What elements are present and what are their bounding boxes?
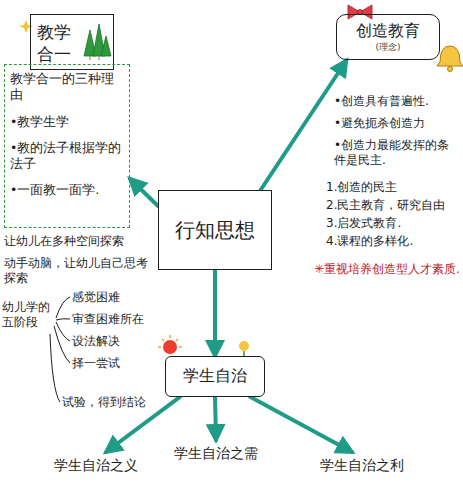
process-box: 学生自治 bbox=[165, 356, 265, 397]
note-text: 试验，得到结论 bbox=[62, 395, 158, 410]
note-text: 设法解决 bbox=[72, 334, 152, 349]
bell-drawing bbox=[437, 46, 463, 72]
arrow-connector bbox=[261, 60, 347, 190]
note-text: 让幼儿在多种空间探索 bbox=[4, 234, 154, 249]
arrow-connector bbox=[213, 270, 217, 356]
arrow-connector bbox=[215, 397, 216, 440]
node-label: 学生自治之需 bbox=[168, 444, 264, 462]
note-text: 3.启发式教育. bbox=[326, 216, 460, 231]
title-box: 教学合一 bbox=[30, 14, 114, 70]
note-text: 择一尝试 bbox=[72, 356, 152, 371]
node-text: (理念) bbox=[343, 42, 433, 54]
note-text: •创造力最能发挥的条件是民主. bbox=[334, 138, 460, 168]
bow-drawing bbox=[348, 5, 372, 19]
node-label: 学生自治之利 bbox=[314, 456, 410, 474]
dashed-note-box: 教学合一的三种理由 •教学生学 •教的法子根据学的法子 •一面教一面学. bbox=[4, 64, 130, 228]
title-box: 创造教育(理念) bbox=[336, 14, 440, 60]
note-text: 4.课程的多样化. bbox=[326, 234, 460, 249]
note-text: 1.创造的民主 bbox=[326, 180, 460, 195]
note-text: •创造具有普遍性. bbox=[334, 94, 460, 109]
branch-end: 学生自治之义 bbox=[46, 452, 146, 478]
note-text: 幼儿学的五阶段 bbox=[2, 300, 56, 330]
note-text: 2.民主教育，研究自由 bbox=[326, 198, 460, 213]
arrow-connector bbox=[130, 179, 158, 206]
note-text: 审查困难所在 bbox=[72, 312, 152, 327]
node-text: •一面教一面学. bbox=[10, 182, 124, 198]
tree-drawing bbox=[84, 24, 111, 60]
node-label: 教学合一 bbox=[37, 21, 87, 65]
branch-end: 学生自治之需 bbox=[166, 440, 266, 466]
note-text: •避免扼杀创造力 bbox=[334, 116, 460, 131]
node-label: 行知思想 bbox=[165, 217, 265, 243]
note-text: 动手动脑，让幼儿自己思考探索 bbox=[4, 256, 154, 286]
node-text: •教的法子根据学的法子 bbox=[10, 140, 124, 173]
node-label: 教学合一的三种理由 bbox=[10, 71, 124, 104]
branch-end: 学生自治之利 bbox=[312, 452, 412, 478]
node-label: 学生自治之义 bbox=[48, 456, 144, 474]
note-text: ✳重视培养创造型人才素质. bbox=[314, 262, 460, 277]
arrow-connector bbox=[250, 397, 352, 452]
branch-lines bbox=[50, 297, 70, 402]
node-label: 学生自治 bbox=[170, 366, 260, 387]
node-text: •教学生学 bbox=[10, 114, 124, 130]
center-box: 行知思想 bbox=[158, 190, 272, 270]
note-text: 感觉困难 bbox=[72, 290, 152, 305]
node-label: 创造教育 bbox=[343, 21, 433, 42]
